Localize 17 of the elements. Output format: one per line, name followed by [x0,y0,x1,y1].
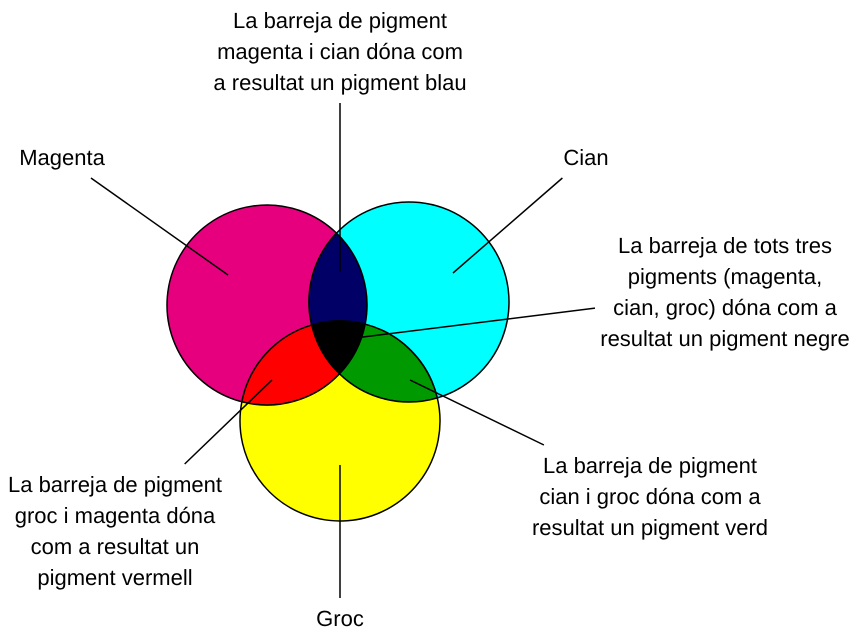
explanation-text: La barreja de pigment cian i groc dóna com a resultat un pigment verd [525,450,775,543]
overlap-region [308,232,368,326]
overlap-region [241,324,340,406]
leader-line [339,465,341,598]
leader-line [410,379,544,446]
leader-line [184,379,273,465]
explanation-text: La barreja de pigment groc i magenta dóna com a resultat un pigment vermell [0,469,232,593]
overlap-region [338,323,438,403]
leader-line [452,177,563,274]
leader-line [90,177,228,276]
explanation-text: La barreja de tots tres pigments (magenta, cian, groc) dóna com a resultat un pigment negre [600,230,850,354]
explanation-text: La barreja de pigment magenta i cian dóna com a resultat un pigment blau [175,5,505,98]
leader-line [339,103,341,272]
center-region [310,320,366,375]
region-label: Magenta [2,142,122,173]
region-label: Cian [546,142,626,173]
region-label: Groc [300,603,380,632]
